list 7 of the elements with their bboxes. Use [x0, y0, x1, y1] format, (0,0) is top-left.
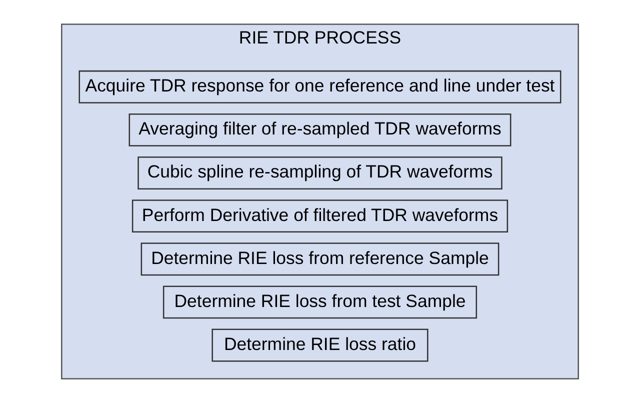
node-box: Determine RIE loss from test Sample: [162, 285, 477, 318]
node-box: Averaging filter of re-sampled TDR waveforms: [128, 112, 511, 146]
node-box: Determine RIE loss ratio: [211, 328, 428, 362]
node-box: Perform Derivative of filtered TDR waveforms: [131, 199, 508, 232]
node-box: Acquire TDR response for one reference and line under test: [78, 70, 561, 103]
node-box: Cubic spline re-sampling of TDR waveforms: [137, 156, 502, 189]
node-box: Determine RIE loss from reference Sample: [140, 242, 499, 276]
